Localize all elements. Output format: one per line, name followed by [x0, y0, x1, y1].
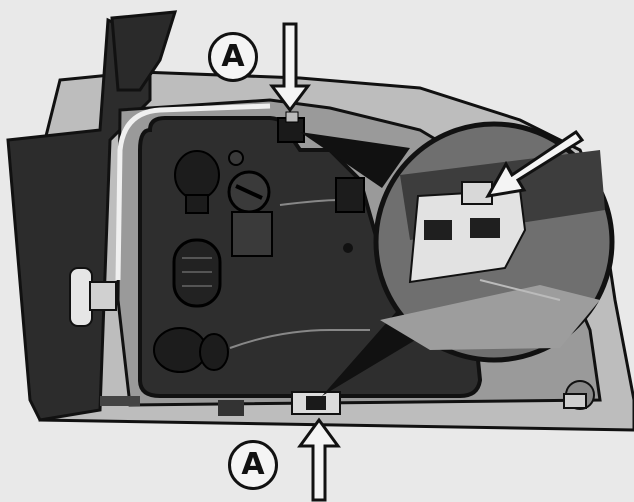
seal-trim — [115, 103, 271, 281]
mounting-stud-left-nut — [89, 281, 117, 311]
callout-label-a-top: A — [208, 32, 258, 82]
arrow-down-icon — [269, 22, 311, 113]
carrier-screw — [343, 243, 353, 253]
magnifier-leader-top — [300, 132, 410, 188]
bulb-socket-square — [231, 211, 273, 257]
body-panel-top-fin — [110, 10, 178, 92]
bulb-socket-upper-left-tab — [185, 194, 209, 214]
detail-clip-slot-left — [424, 220, 452, 240]
detail-edge-line — [479, 279, 561, 301]
mounting-stud-right-nut — [563, 393, 587, 409]
wiring-connector — [335, 177, 365, 213]
bottom-tab-left — [218, 400, 244, 416]
bulb-socket-upper-left — [174, 150, 220, 200]
bulb-socket-slot — [235, 184, 263, 200]
detail-clip-tab — [461, 181, 493, 205]
bulb-socket-lower-left — [153, 327, 207, 373]
retaining-clip-bottom-tab — [306, 396, 326, 410]
bulb-socket-small — [228, 150, 244, 166]
detail-clip-slot-right — [470, 218, 500, 238]
callout-label-a-bottom: A — [228, 440, 278, 490]
arrow-up-icon — [297, 417, 341, 502]
detail-lower-band — [380, 285, 600, 350]
mounting-stud-left — [69, 267, 93, 327]
retaining-clip-top-tab — [285, 111, 299, 123]
detail-arrow-icon — [485, 129, 585, 198]
bulb-socket-lower-mid — [199, 333, 229, 371]
bottom-tab-far-left — [100, 396, 140, 406]
